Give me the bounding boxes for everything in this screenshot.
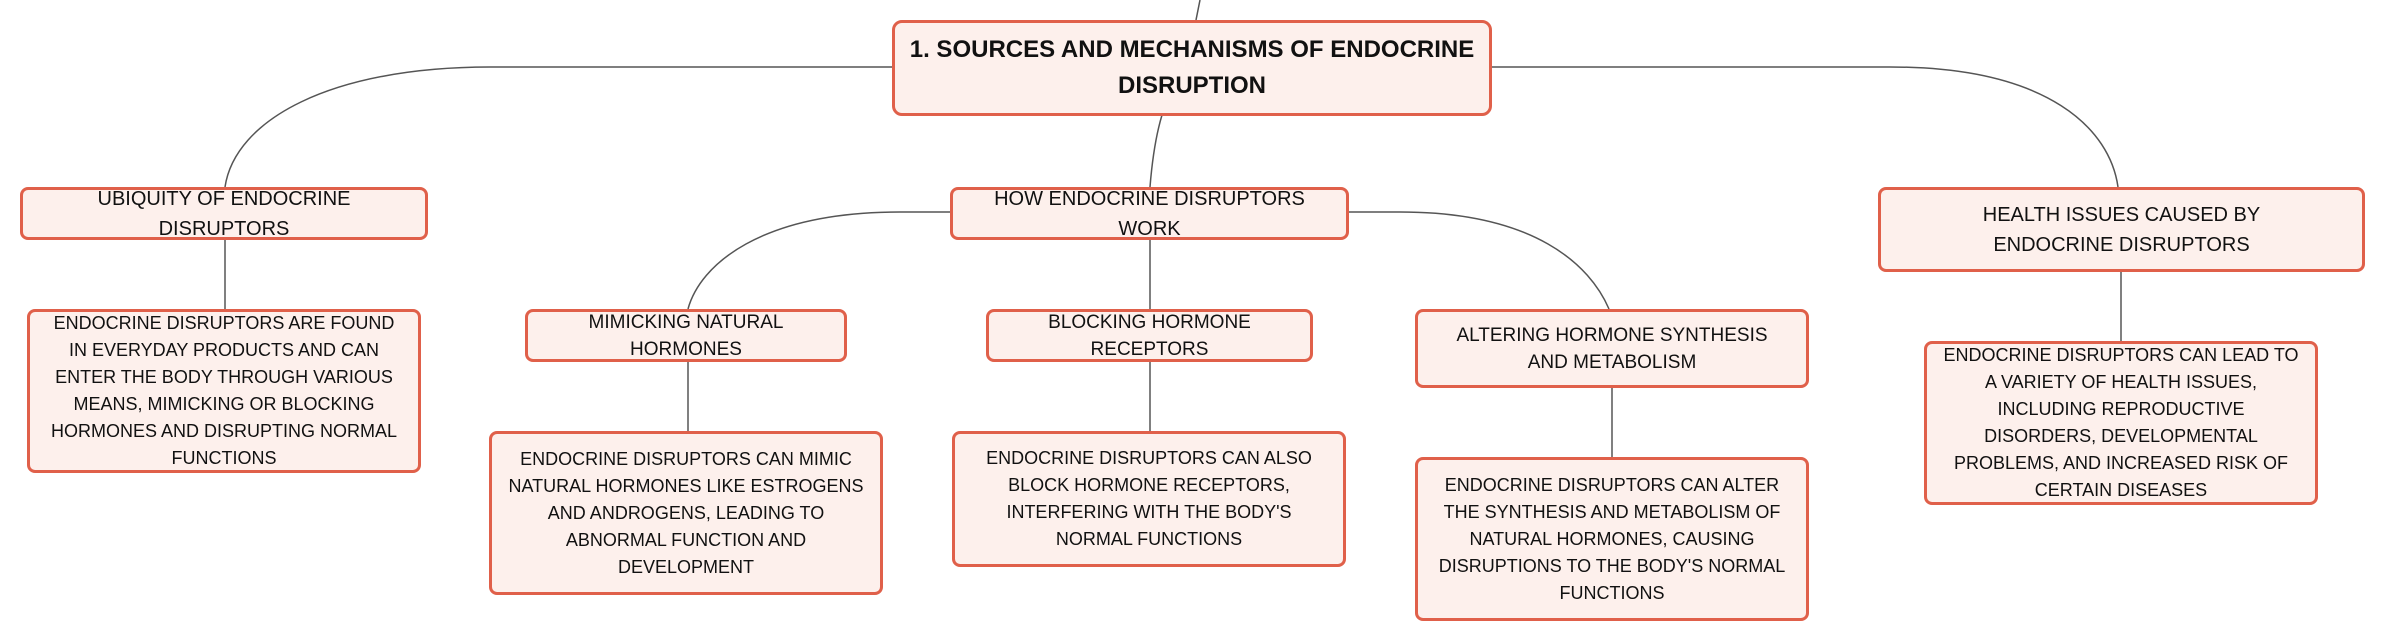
subtopic-blocking-node[interactable]: BLOCKING HORMONE RECEPTORS [986,309,1313,362]
detail-health-issues-node[interactable]: ENDOCRINE DISRUPTORS CAN LEAD TO A VARIE… [1924,341,2318,505]
connector-root-to-ubiquity [224,66,892,188]
connector-how-to-mimicking [687,211,950,310]
connector-how-to-altering [1349,211,1610,310]
topic-health-issues-node[interactable]: HEALTH ISSUES CAUSED BY ENDOCRINE DISRUP… [1878,187,2365,272]
detail-ubiquity-text: ENDOCRINE DISRUPTORS ARE FOUND IN EVERYD… [50,313,398,468]
detail-health-issues-text: ENDOCRINE DISRUPTORS CAN LEAD TO A VARIE… [1943,345,2299,500]
detail-blocking-node[interactable]: ENDOCRINE DISRUPTORS CAN ALSO BLOCK HORM… [952,431,1346,567]
topic-health-issues-label: HEALTH ISSUES CAUSED BY ENDOCRINE DISRUP… [1982,203,2261,256]
subtopic-altering-node[interactable]: ALTERING HORMONE SYNTHESIS AND METABOLIS… [1415,309,1809,388]
subtopic-blocking-label: BLOCKING HORMONE RECEPTORS [1048,311,1251,360]
subtopic-mimicking-node[interactable]: MIMICKING NATURAL HORMONES [525,309,847,362]
topic-ubiquity-node[interactable]: UBIQUITY OF ENDOCRINE DISRUPTORS [20,187,428,240]
detail-altering-text: ENDOCRINE DISRUPTORS CAN ALTER THE SYNTH… [1438,474,1786,603]
subtopic-mimicking-label: MIMICKING NATURAL HORMONES [588,311,784,360]
detail-mimicking-text: ENDOCRINE DISRUPTORS CAN MIMIC NATURAL H… [508,448,864,577]
detail-blocking-text: ENDOCRINE DISRUPTORS CAN ALSO BLOCK HORM… [986,448,1312,549]
connector-root-to-how-it-works [1149,114,1163,188]
topic-how-it-works-node[interactable]: HOW ENDOCRINE DISRUPTORS WORK [950,187,1349,240]
detail-ubiquity-node[interactable]: ENDOCRINE DISRUPTORS ARE FOUND IN EVERYD… [27,309,421,473]
connector-root-to-health-issues [1490,66,2119,188]
topic-how-it-works-label: HOW ENDOCRINE DISRUPTORS WORK [994,187,1305,240]
subtopic-altering-label: ALTERING HORMONE SYNTHESIS AND METABOLIS… [1456,324,1768,373]
root-topic-label: 1. SOURCES AND MECHANISMS OF ENDOCRINE D… [909,36,1475,99]
detail-altering-node[interactable]: ENDOCRINE DISRUPTORS CAN ALTER THE SYNTH… [1415,457,1809,621]
connector-root-parent [1195,0,1201,21]
detail-mimicking-node[interactable]: ENDOCRINE DISRUPTORS CAN MIMIC NATURAL H… [489,431,883,595]
root-topic-node[interactable]: 1. SOURCES AND MECHANISMS OF ENDOCRINE D… [892,20,1492,116]
topic-ubiquity-label: UBIQUITY OF ENDOCRINE DISRUPTORS [97,187,351,240]
